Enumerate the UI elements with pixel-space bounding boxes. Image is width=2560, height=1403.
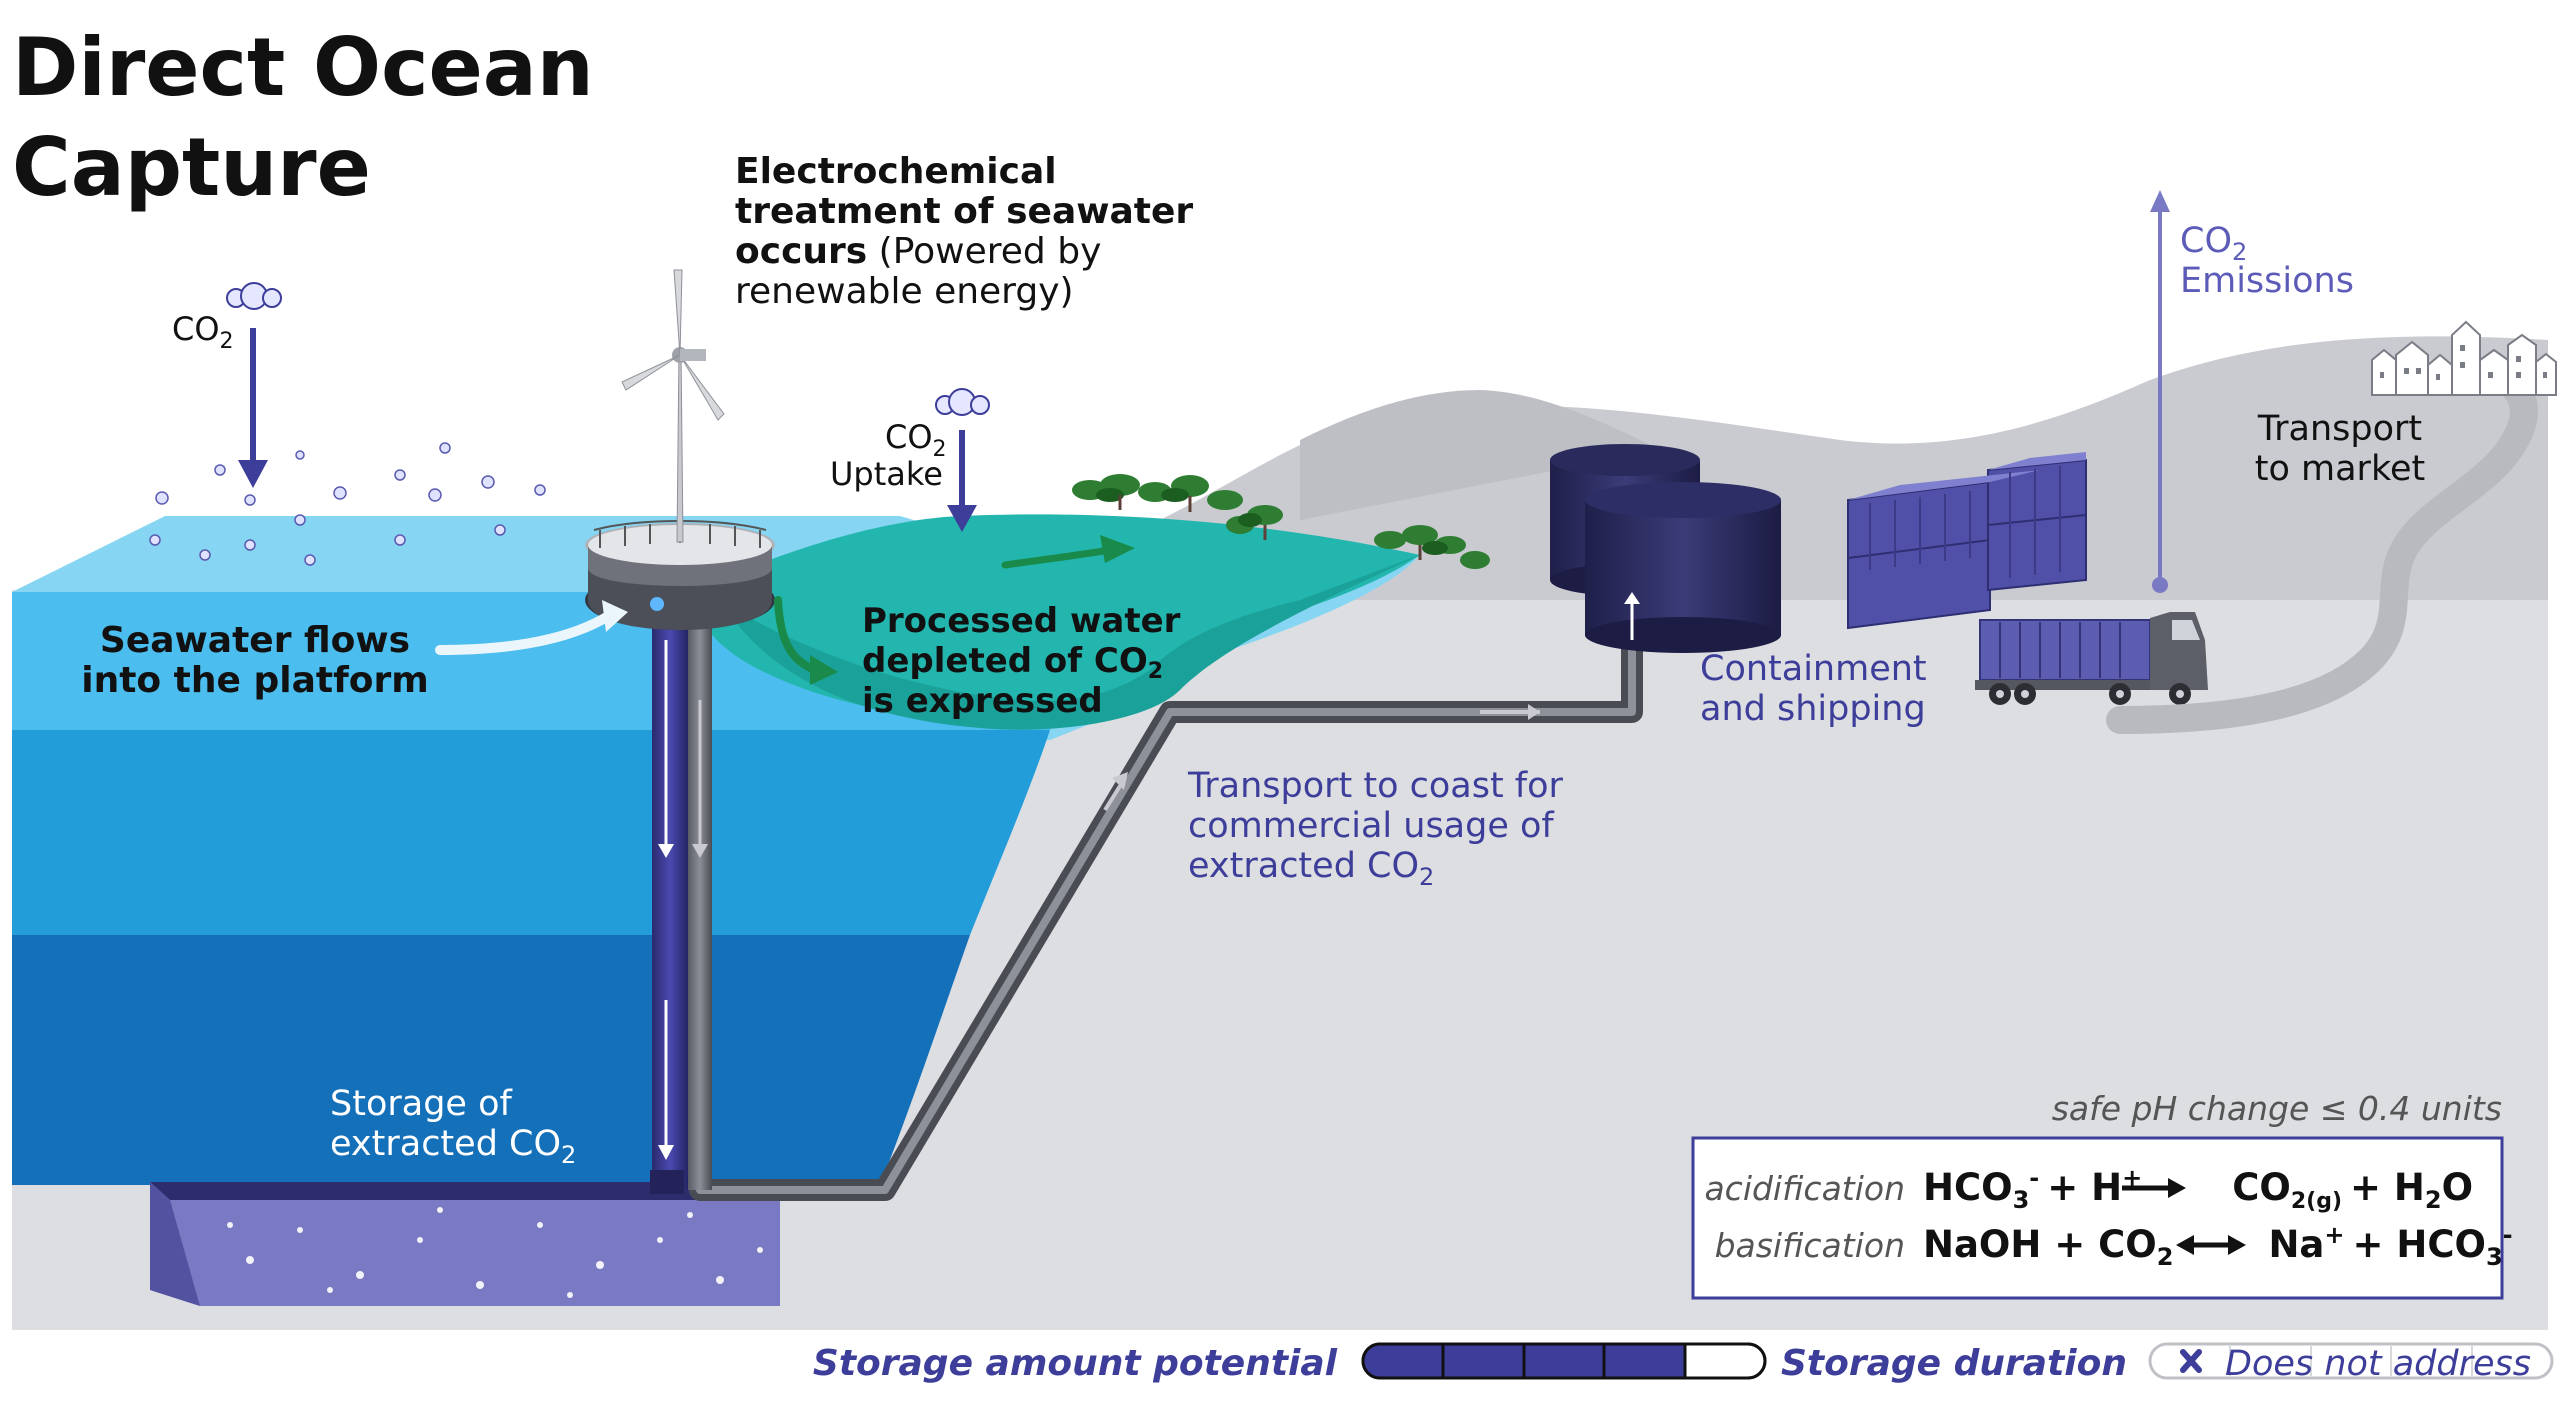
containment-label: Containment and shipping xyxy=(1700,649,1927,729)
platform xyxy=(585,520,775,630)
processed-water-label: Processed water depleted of CO2 is expre… xyxy=(862,601,1181,721)
storage-amount-label: Storage amount potential xyxy=(813,1343,1338,1384)
storage-amount-bar xyxy=(1361,1342,1767,1380)
co2-left-sub: 2 xyxy=(220,329,234,354)
close-icon xyxy=(2180,1349,2202,1373)
transport-coast-sub: 2 xyxy=(1419,863,1434,891)
wind-turbine xyxy=(621,269,725,543)
co2-emissions-line2: Emissions xyxy=(2180,261,2354,301)
acid-o: O xyxy=(2442,1166,2473,1209)
double-arrow-icon xyxy=(2176,1235,2246,1255)
basi-rest-sup: - xyxy=(2503,1221,2513,1249)
storage-duration-value: Does not address xyxy=(2225,1344,2531,1384)
legend: Storage amount potential Storage duratio… xyxy=(813,1342,2554,1384)
seafloor-storage xyxy=(150,1182,782,1306)
transport-market-label: Transport to market xyxy=(2255,409,2425,489)
basi-na-sup: + xyxy=(2324,1221,2344,1249)
transport-coast-label: Transport to coast for commercial usage … xyxy=(1187,766,1564,891)
co2-uptake-co2: CO2 xyxy=(885,418,947,462)
co2-uptake-label: CO2 Uptake xyxy=(830,418,947,493)
trees xyxy=(1072,474,1490,569)
storage-tanks xyxy=(1550,444,1781,653)
co2-emissions-co2: CO2 xyxy=(2180,221,2247,266)
transport-coast-line3-text: extracted CO xyxy=(1188,846,1419,886)
transport-coast-line3: extracted CO2 xyxy=(1188,846,1434,891)
shipping-containers xyxy=(1847,452,2087,630)
basi-rest-sub: 3 xyxy=(2486,1243,2503,1271)
co2-molecule-icon-left xyxy=(226,282,282,310)
acid-co: CO xyxy=(2232,1166,2291,1209)
town xyxy=(2371,320,2557,396)
containment-line1: Containment xyxy=(1700,649,1927,689)
co2-emissions-base: CO xyxy=(2180,221,2232,261)
co2-uptake-text: Uptake xyxy=(830,455,943,493)
page-title-line1: Direct Ocean xyxy=(12,21,594,114)
co2-molecule-icon-uptake xyxy=(935,388,990,416)
transport-coast-line2: commercial usage of xyxy=(1188,806,1554,846)
co2-left-label: CO2 xyxy=(172,310,234,354)
storage-label-line2-text: extracted CO xyxy=(330,1124,561,1164)
acidification-equation: HCO3-+ H+CO2(g)+ H2O xyxy=(1923,1164,2473,1214)
storage-label-line2: extracted CO2 xyxy=(330,1124,576,1169)
road xyxy=(2106,366,2538,734)
storage-duration-label: Storage duration xyxy=(1781,1343,2127,1384)
transport-coast-line1: Transport to coast for xyxy=(1187,766,1564,806)
co2-molecules-scatter xyxy=(149,442,546,566)
co2-emissions-sub: 2 xyxy=(2232,238,2247,266)
transport-market-line1: Transport xyxy=(2257,409,2422,449)
processed-water-line3: is expressed xyxy=(862,681,1103,721)
basi-na: Na xyxy=(2268,1223,2324,1266)
acid-hco-sup: - xyxy=(2029,1164,2039,1192)
processed-water-line1: Processed water xyxy=(862,601,1181,641)
page-title-line2: Capture xyxy=(12,121,371,214)
acid-rest: + H xyxy=(2350,1166,2425,1209)
processed-water-line2: depleted of CO2 xyxy=(862,641,1163,684)
basi-lhs: NaOH + CO xyxy=(1923,1223,2157,1266)
containment-line2: and shipping xyxy=(1700,689,1926,729)
truck xyxy=(1975,612,2208,705)
acid-h2o-sub: 2 xyxy=(2425,1186,2442,1214)
seawater-flows-label: Seawater flows into the platform xyxy=(81,620,429,701)
acid-h-sup: + xyxy=(2122,1164,2142,1192)
seawater-flows-line2: into the platform xyxy=(81,660,429,701)
co2-uptake-sub: 2 xyxy=(933,437,947,462)
processed-water-sub: 2 xyxy=(1148,659,1163,684)
equations-box: acidification HCO3-+ H+CO2(g)+ H2O basif… xyxy=(1691,1136,2513,1300)
electrochem-line4: renewable energy) xyxy=(735,271,1074,312)
co2-uptake-base: CO xyxy=(885,418,933,456)
seawater-flows-line1: Seawater flows xyxy=(100,620,410,661)
electrochem-line3-bold: occurs xyxy=(735,231,867,272)
basification-equation: NaOH + CO2 Na+ + HCO3- xyxy=(1923,1221,2513,1271)
acid-h: + H xyxy=(2047,1166,2122,1209)
safe-ph-note: safe pH change ≤ 0.4 units xyxy=(2052,1089,2502,1128)
acidification-label: acidification xyxy=(1704,1169,1905,1208)
electrochem-line2: treatment of seawater xyxy=(735,191,1193,232)
electrochem-line3-rest: (Powered by xyxy=(867,231,1101,272)
co2-emissions-label: CO2 Emissions xyxy=(2180,221,2354,301)
right-arrow-icon xyxy=(2122,1178,2186,1198)
platform-shaft xyxy=(650,620,712,1194)
storage-label: Storage of extracted CO2 xyxy=(330,1084,576,1169)
ocean xyxy=(12,514,1420,1185)
acid-co-sub: 2(g) xyxy=(2291,1189,2342,1214)
transport-market-line2: to market xyxy=(2255,449,2425,489)
acid-hco: HCO xyxy=(1923,1166,2013,1209)
storage-label-sub: 2 xyxy=(561,1141,576,1169)
acid-hco-sub: 3 xyxy=(2013,1186,2030,1214)
co2-left-base: CO xyxy=(172,310,220,348)
basi-lhs-sub: 2 xyxy=(2157,1243,2174,1271)
electrochem-line1: Electrochemical xyxy=(735,151,1057,192)
arrows xyxy=(238,190,2170,685)
storage-duration-bar: Does not address xyxy=(2148,1342,2554,1384)
basification-label: basification xyxy=(1715,1226,1905,1265)
electrochemical-label: Electrochemical treatment of seawater oc… xyxy=(735,151,1193,312)
electrochem-line3: occurs (Powered by xyxy=(735,231,1101,272)
processed-water-line2-text: depleted of CO xyxy=(862,641,1148,681)
basi-rest: + HCO xyxy=(2352,1223,2485,1266)
storage-label-line1: Storage of xyxy=(330,1084,512,1124)
